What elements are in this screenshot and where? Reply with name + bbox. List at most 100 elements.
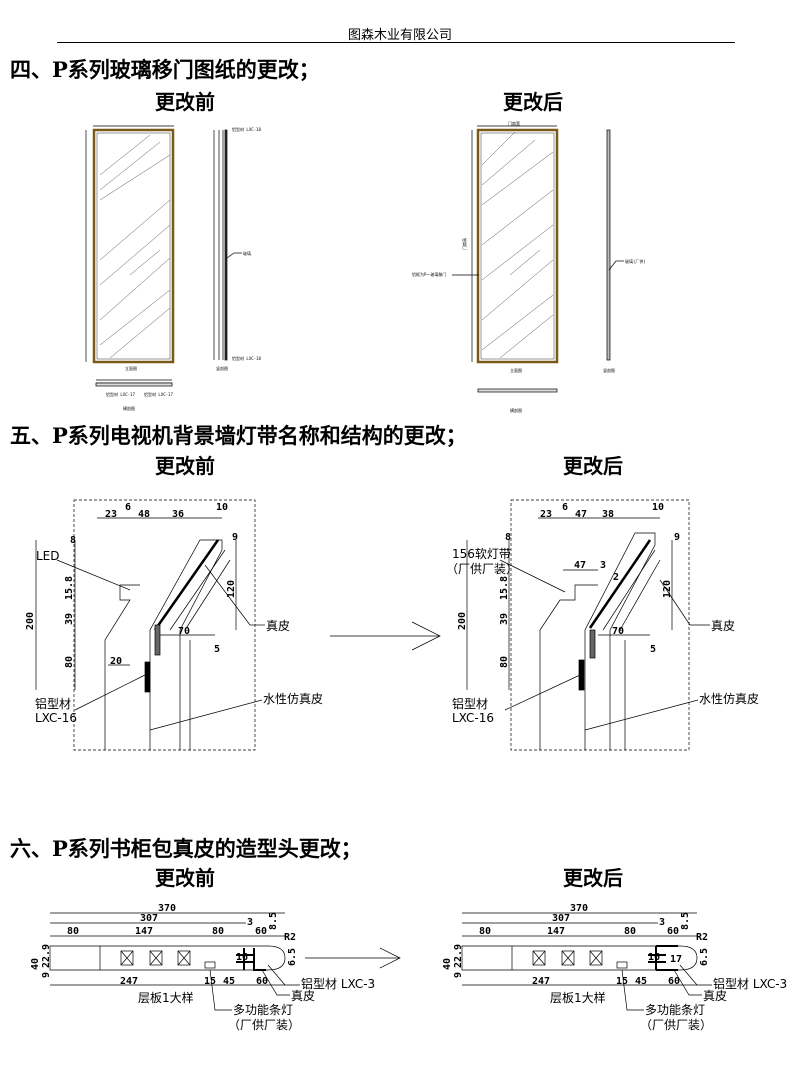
dim: 23	[105, 509, 117, 520]
dim: 16	[236, 952, 248, 963]
dim: 3	[247, 917, 253, 928]
section4-after-label: 更改后	[503, 90, 563, 114]
dim: 307	[140, 913, 158, 924]
dim: 200	[457, 612, 468, 630]
dim: 5	[214, 644, 220, 655]
shelf-before-drawing	[49, 912, 300, 1011]
shelf-caption: 层板1大样	[138, 990, 194, 1005]
dim: 247	[532, 976, 550, 987]
door-before-elevation-caption: 立面图	[125, 365, 137, 371]
light-supply-note: （厂供厂装）	[228, 1018, 300, 1032]
dim: 47	[574, 560, 586, 571]
dim: 80	[499, 656, 510, 668]
led-label: LED	[36, 549, 60, 563]
aluminum-code-label: LXC-16	[35, 711, 77, 725]
dim: 47	[575, 509, 587, 520]
dim: 60	[667, 926, 679, 937]
dim: 80	[212, 926, 224, 937]
dim: 39	[499, 613, 510, 625]
door-after-plan-caption: 横剖图	[510, 407, 522, 413]
section5-before-label: 更改前	[155, 454, 215, 478]
dim: 80	[624, 926, 636, 937]
dim: 9	[232, 532, 238, 543]
section4-title: 四、P系列玻璃移门图纸的更改；	[10, 57, 320, 82]
dim: 147	[135, 926, 153, 937]
dim: 5	[650, 644, 656, 655]
dim: 2	[613, 572, 619, 583]
dim: 38	[602, 509, 614, 520]
dim: 15	[616, 976, 628, 987]
section6-before-label: 更改前	[155, 866, 215, 890]
dim: 70	[178, 626, 190, 637]
light-strip-supply-note: （厂供厂装）	[446, 562, 518, 576]
door-before-plan-left-label: 铝型材 LXC-17	[106, 391, 135, 397]
dim: 6	[562, 502, 568, 513]
dim: 9	[674, 532, 680, 543]
door-after-side-caption: 竖剖图	[603, 367, 615, 373]
tv-wall-after-dims: 23 6 47 38 10 8 200 15.8 39 80 120 9 70 …	[446, 502, 759, 725]
dim: R2	[696, 932, 708, 943]
leather-label: 真皮	[266, 619, 290, 633]
aluminum-code-label: LXC-16	[452, 711, 494, 725]
section5-title: 五、P系列电视机背景墙灯带名称和结构的更改；	[10, 423, 467, 448]
tv-wall-before-dims: 23 6 48 36 10 8 200 15.8 39 80 120 9 70 …	[25, 502, 323, 725]
dim: 3	[600, 560, 606, 571]
dim: 60	[668, 976, 680, 987]
dim: 80	[479, 926, 491, 937]
section6-title: 六、P系列书柜包真皮的造型头更改；	[10, 836, 362, 861]
leather-label: 真皮	[291, 989, 315, 1003]
header-rule	[57, 42, 735, 43]
dim: 23	[540, 509, 552, 520]
aluminum-label: 铝型材	[35, 696, 71, 711]
dim: 307	[552, 913, 570, 924]
door-after-frame-note: 铝框为P一玻璃移门	[412, 271, 446, 277]
dim: 15	[204, 976, 216, 987]
door-before-side-caption: 竖剖图	[216, 365, 228, 371]
door-before-plan-caption: 横剖图	[123, 405, 135, 411]
door-before-glass-label: 玻璃	[243, 250, 251, 256]
dim: 6	[125, 502, 131, 513]
light-strip-label: 156软灯带	[452, 547, 511, 561]
dim: 120	[662, 580, 673, 598]
dim: 10	[216, 502, 228, 513]
tv-wall-before-drawing	[35, 499, 265, 751]
aluminum-label: 铝型材	[452, 696, 488, 711]
light-supply-note: （厂供厂装）	[640, 1018, 712, 1032]
shelf-after-drawing	[461, 912, 712, 1011]
door-before-frame-bottom-label: 铝型材 LXC-18	[232, 355, 261, 361]
dim: 36	[172, 509, 184, 520]
dim: 8	[505, 532, 511, 543]
dim: 60	[255, 926, 267, 937]
door-before-drawing	[85, 125, 242, 387]
shelf-after-dims: 370 307 80 147 80 60 3 8.5 6.5 R2 40 9 2…	[442, 903, 787, 1032]
door-before-plan-right-label: 铝型材 LXC-17	[144, 391, 173, 397]
dim: 15.8	[64, 576, 75, 600]
tv-wall-after-drawing	[466, 499, 710, 751]
dim: 370	[570, 903, 588, 914]
company-header: 图森木业有限公司	[347, 28, 452, 43]
section6-after-label: 更改后	[563, 866, 623, 890]
dim: 17	[670, 954, 682, 965]
door-after-elevation-caption: 立面图	[510, 367, 522, 373]
faux-leather-label: 水性仿真皮	[699, 692, 759, 706]
dim: 9	[453, 972, 464, 978]
dim: 120	[226, 580, 237, 598]
dim: 8.5	[268, 912, 279, 930]
door-after-drawing	[452, 125, 624, 393]
dim: 6.5	[287, 948, 298, 966]
aluminum-label: 铝型材 LXC-3	[301, 976, 375, 991]
dim: 247	[120, 976, 138, 987]
section5-after-label: 更改后	[563, 454, 623, 478]
section4-before-label: 更改前	[155, 90, 215, 114]
dim: 40	[30, 958, 41, 970]
dim: 22.9	[453, 944, 464, 968]
dim: 22.9	[41, 944, 52, 968]
door-after-height-dim: 门扇高	[461, 238, 467, 250]
dim: 16	[648, 952, 660, 963]
dim: 70	[612, 626, 624, 637]
dim: 200	[25, 612, 36, 630]
change-arrow	[330, 621, 441, 651]
dim: 20	[110, 656, 122, 667]
shelf-caption: 层板1大样	[550, 990, 606, 1005]
